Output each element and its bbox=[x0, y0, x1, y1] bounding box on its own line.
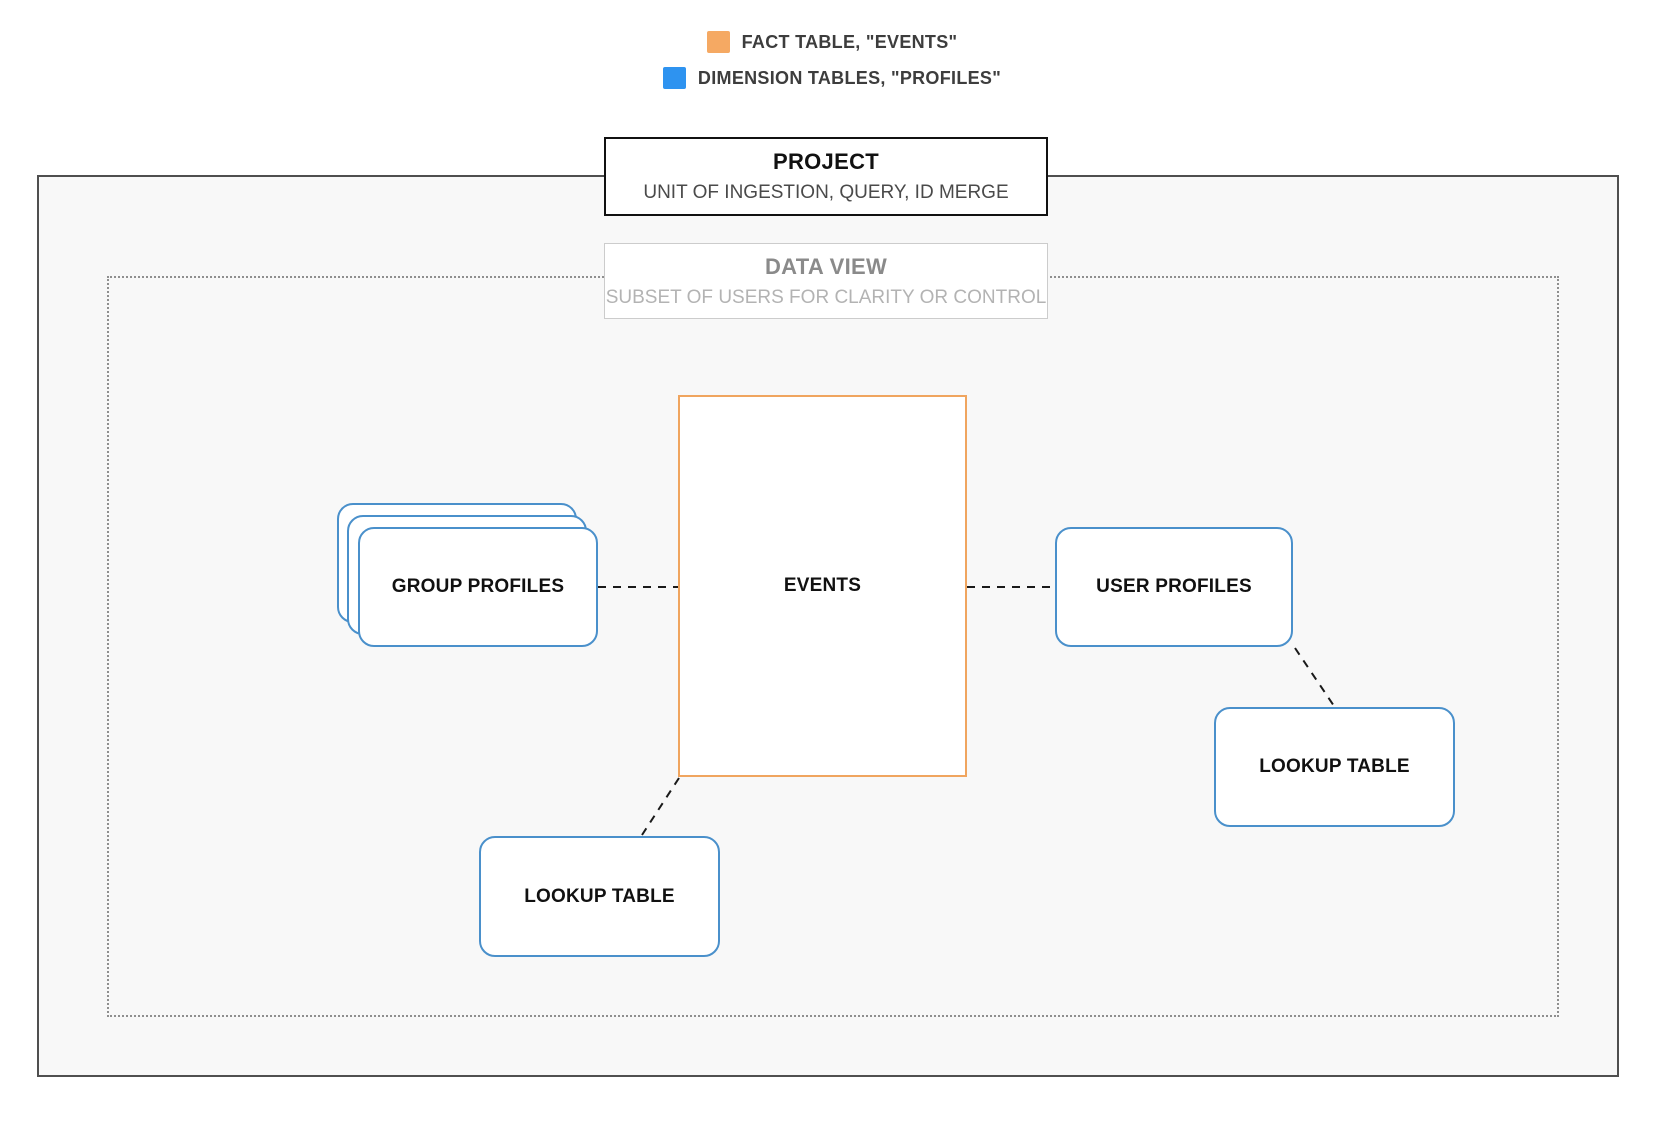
node-group-profiles: GROUP PROFILES bbox=[358, 527, 598, 647]
legend-item-fact-table: FACT TABLE, "EVENTS" bbox=[0, 24, 1664, 60]
node-events: EVENTS bbox=[678, 395, 967, 777]
project-title: PROJECT bbox=[772, 149, 879, 174]
legend-label-dimension-tables: DIMENSION TABLES, "PROFILES" bbox=[697, 67, 1002, 88]
data-view-box: DATA VIEW SUBSET OF USERS FOR CLARITY OR… bbox=[604, 243, 1048, 319]
node-events-label: EVENTS bbox=[783, 575, 862, 596]
node-lookup-table-right-label: LOOKUP TABLE bbox=[1259, 756, 1410, 777]
node-lookup-table-bottom-label: LOOKUP TABLE bbox=[524, 885, 675, 907]
project-subtitle: UNIT OF INGESTION, QUERY, ID MERGE bbox=[643, 182, 1009, 203]
legend: FACT TABLE, "EVENTS" DIMENSION TABLES, "… bbox=[0, 24, 1664, 96]
project-box: PROJECT UNIT OF INGESTION, QUERY, ID MER… bbox=[604, 137, 1048, 216]
node-user-profiles: USER PROFILES bbox=[1055, 527, 1293, 647]
data-view-subtitle: SUBSET OF USERS FOR CLARITY OR CONTROL bbox=[605, 286, 1047, 308]
dimension-tables-color-swatch-icon bbox=[662, 67, 686, 89]
legend-label-fact-table: FACT TABLE, "EVENTS" bbox=[741, 31, 958, 52]
node-group-profiles-label: GROUP PROFILES bbox=[391, 576, 565, 597]
node-lookup-table-right: LOOKUP TABLE bbox=[1214, 707, 1455, 827]
node-user-profiles-label: USER PROFILES bbox=[1096, 576, 1252, 597]
fact-table-color-swatch-icon bbox=[706, 31, 730, 53]
node-lookup-table-bottom: LOOKUP TABLE bbox=[479, 836, 720, 957]
data-view-title: DATA VIEW bbox=[764, 253, 888, 279]
legend-item-dimension-tables: DIMENSION TABLES, "PROFILES" bbox=[0, 60, 1664, 96]
